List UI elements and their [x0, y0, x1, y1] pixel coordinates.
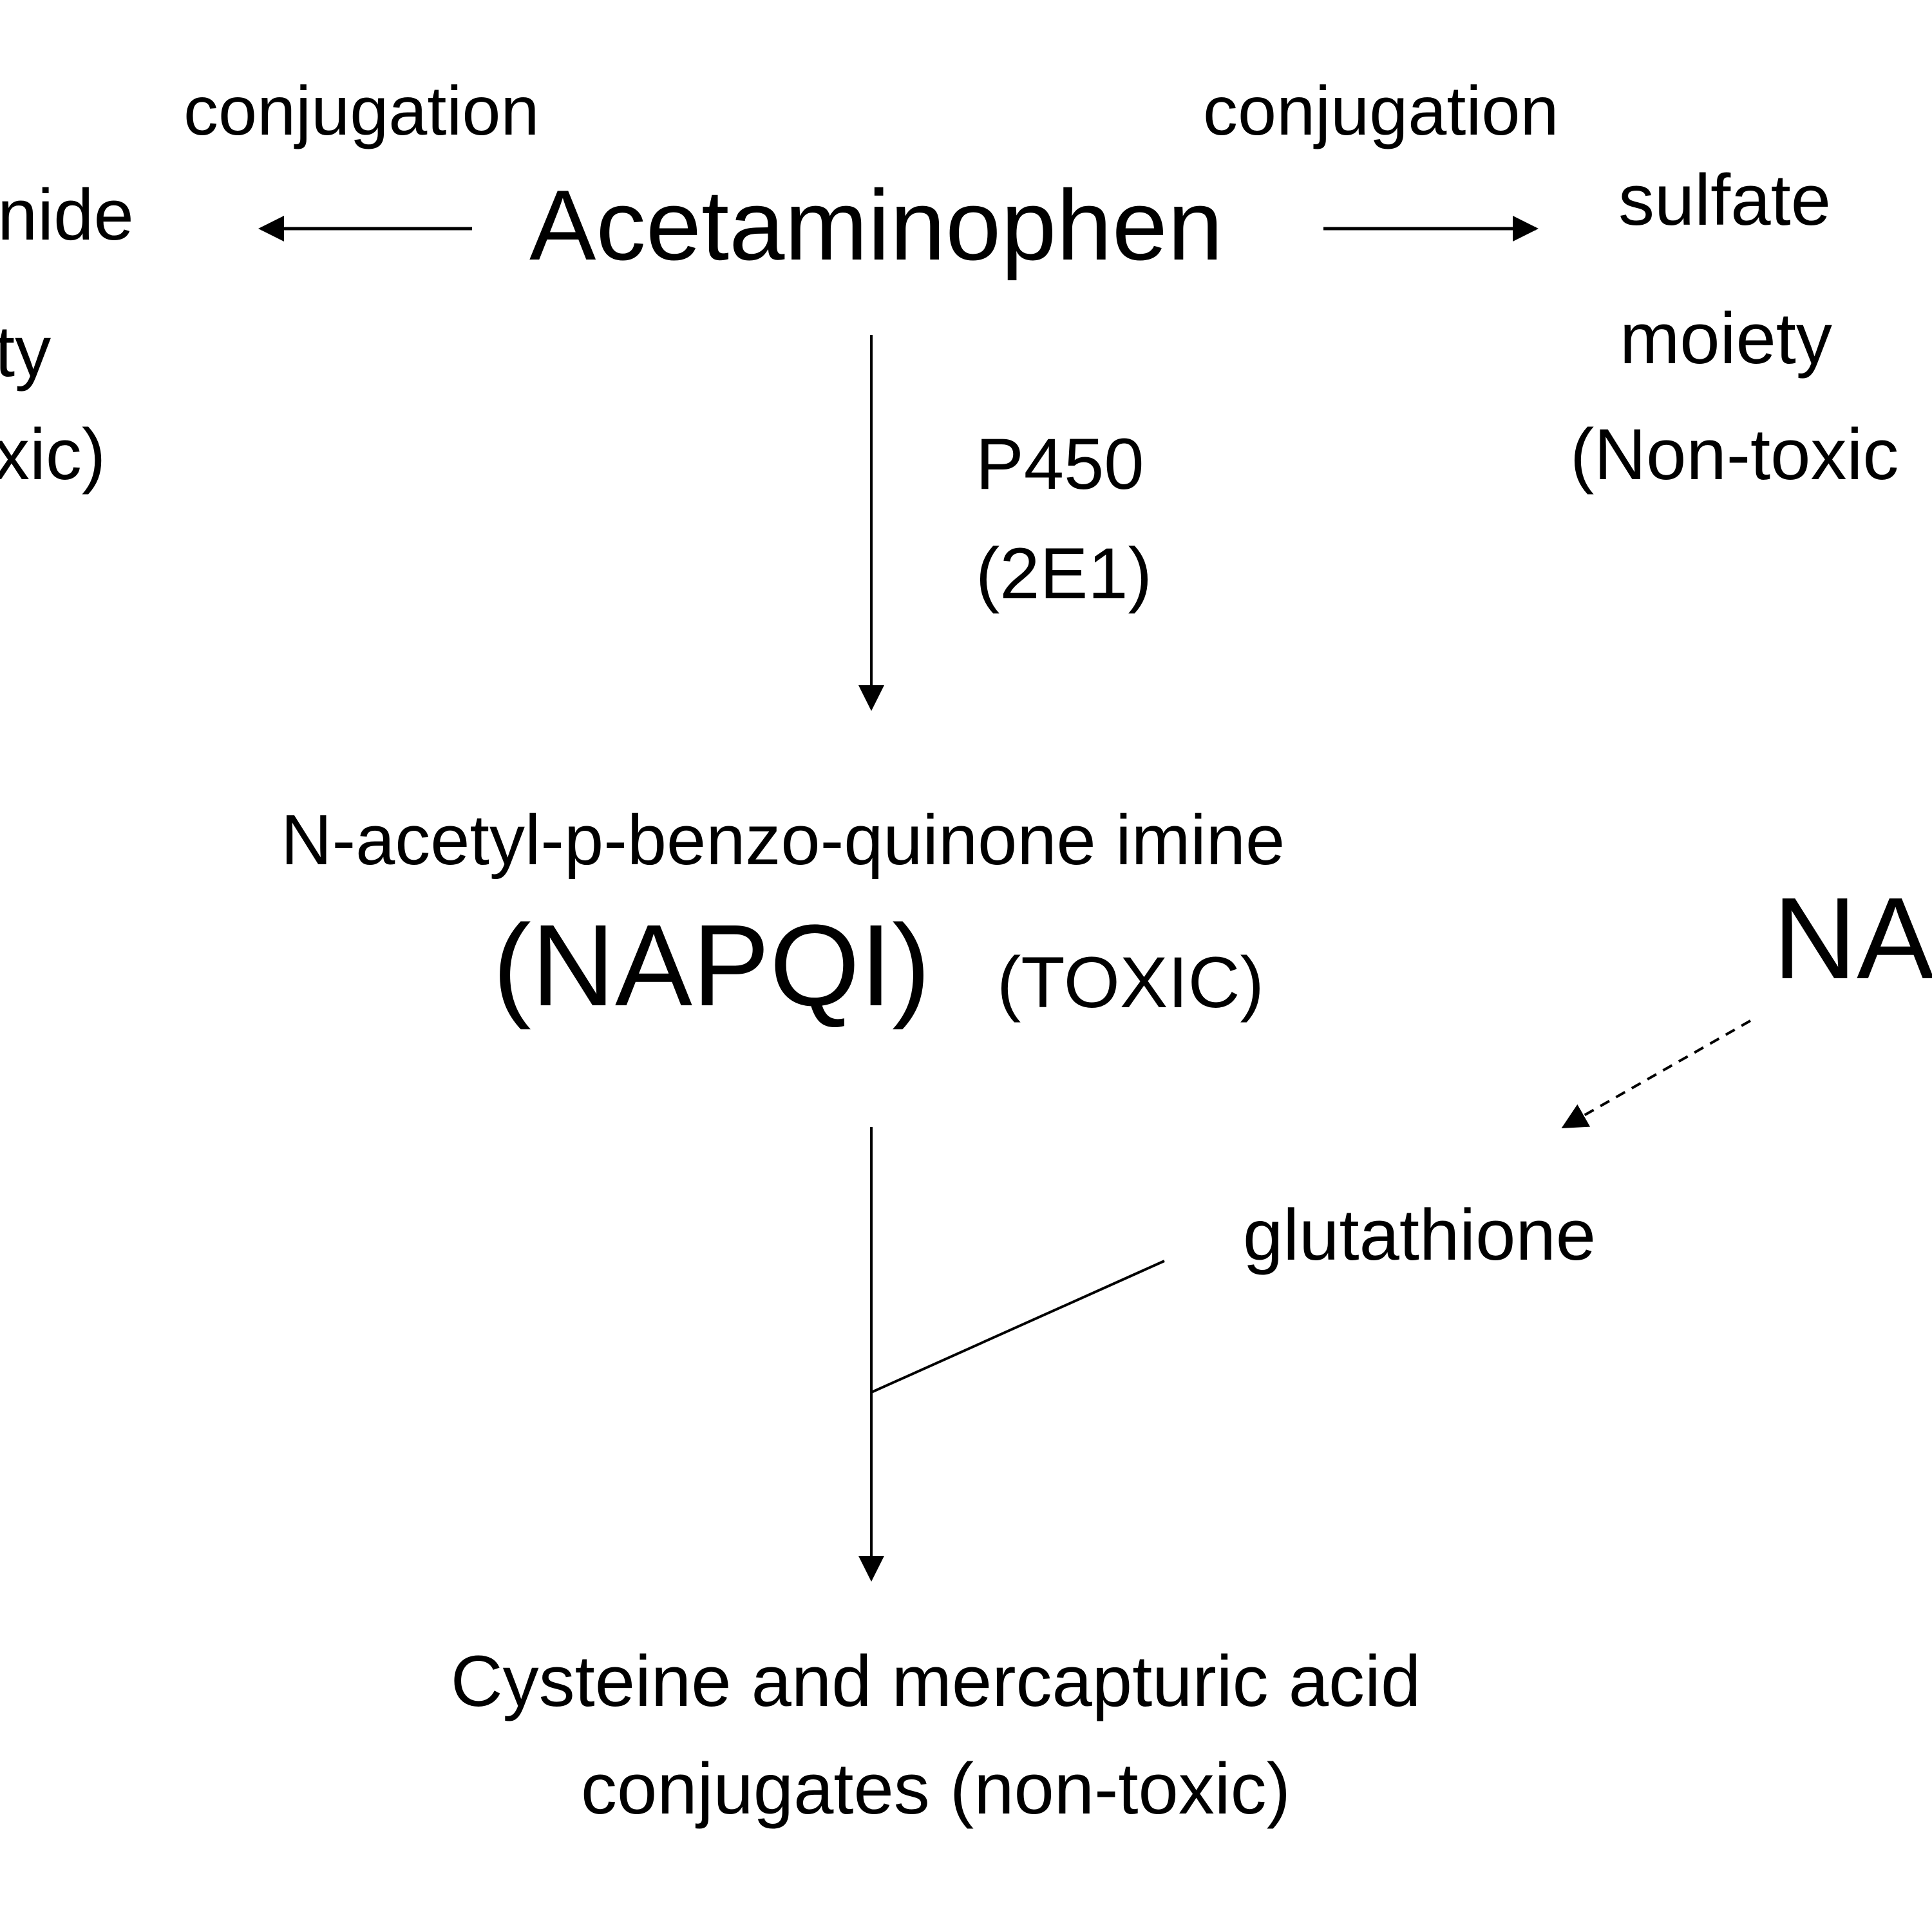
right-conjugation-label: conjugation	[1203, 71, 1559, 149]
na-label: NA	[1773, 874, 1932, 1003]
dashed-arrow	[1561, 1019, 1751, 1128]
glutathione-label: glutathione	[1243, 1195, 1596, 1275]
acetaminophen-label: Acetaminophen	[529, 169, 1224, 281]
napqi-toxicity: (TOXIC)	[997, 942, 1264, 1023]
left-conjugation-label: conjugation	[184, 71, 540, 149]
glutathione-connector	[871, 1260, 1165, 1394]
napqi-full-name: N-acetyl-p-benzo-quinone imine	[281, 800, 1285, 880]
product-line2: conjugates (non-toxic)	[581, 1748, 1291, 1829]
napqi-abbrev: (NAPQI)	[493, 901, 931, 1030]
right-product-line1: sulfate	[1618, 160, 1831, 240]
product-line1: Cysteine and mercapturic acid	[450, 1641, 1421, 1721]
left-product-line2: ty	[0, 311, 52, 392]
right-product-line2: moiety	[1620, 298, 1832, 379]
right-product-line3: (Non-toxic	[1570, 414, 1899, 495]
left-product-line1: nide	[0, 175, 134, 255]
left-product-line3: xic)	[0, 414, 106, 495]
enzyme-isoform: (2E1)	[976, 533, 1152, 614]
enzyme-name: P450	[976, 424, 1144, 504]
